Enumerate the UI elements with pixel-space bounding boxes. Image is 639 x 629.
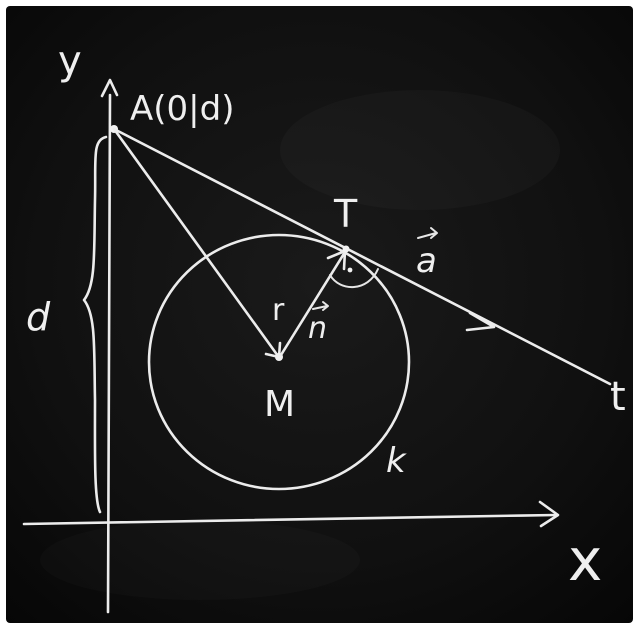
chalk-smudge — [40, 520, 360, 600]
circle-label: k — [386, 441, 407, 481]
circle-k — [147, 233, 411, 491]
chalk-smudge — [280, 90, 560, 210]
direction-vector-arrow — [417, 227, 438, 239]
x-axis-arrowhead — [538, 500, 560, 528]
tangent-line — [112, 127, 612, 386]
normal-vector-label: n — [308, 311, 327, 346]
normal-vector-line — [279, 250, 347, 357]
line-a-to-m — [112, 127, 280, 358]
point-a-label: A(0|d) — [130, 89, 234, 129]
right-angle-arc — [329, 268, 379, 289]
y-axis-arrowhead — [100, 78, 119, 98]
direction-vector-arrowhead — [465, 311, 496, 332]
point-t-dot — [342, 245, 350, 253]
center-m-label: M — [264, 384, 295, 425]
distance-label: d — [26, 295, 51, 339]
x-axis-label: x — [568, 526, 602, 594]
point-t-label: T — [333, 192, 358, 236]
normal-vector-overarrow — [312, 301, 329, 311]
y-axis-line — [106, 93, 112, 614]
x-axis-line — [22, 513, 558, 526]
direction-vector-label: a — [416, 241, 437, 281]
board-surface — [6, 6, 633, 623]
y-axis-label: y — [58, 38, 82, 84]
tangent-line-label: t — [610, 374, 626, 420]
distance-brace — [82, 135, 108, 514]
radius-label: r — [272, 293, 285, 328]
right-angle-dot — [347, 267, 353, 273]
